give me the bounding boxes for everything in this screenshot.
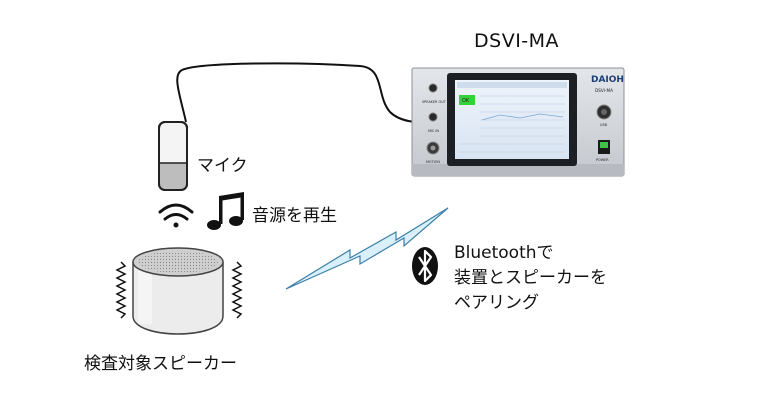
usb-label: USB xyxy=(600,123,608,127)
microphone-cable xyxy=(176,62,429,124)
bluetooth-line-1: Bluetoothで xyxy=(454,243,554,263)
device-title: DSVI-MA xyxy=(474,30,560,52)
vibration-right-icon xyxy=(231,261,243,319)
motion-label: MOTION xyxy=(426,160,440,164)
bluetooth-line-3: ペアリング xyxy=(454,293,539,313)
speaker-icon xyxy=(132,247,224,335)
speaker-under-test-label: 検査対象スピーカー xyxy=(84,354,237,374)
power-label: POWER xyxy=(596,158,609,162)
screen-ok-indicator xyxy=(459,95,475,105)
mic-in-label: MIC IN xyxy=(428,129,439,133)
bluetooth-icon xyxy=(412,247,438,285)
sound-wave-icon xyxy=(158,203,194,228)
bluetooth-line-2: 装置とスピーカーを xyxy=(454,268,607,288)
microphone-label: マイク xyxy=(197,156,248,176)
bluetooth-pairing-text: Bluetoothで 装置とスピーカーを ペアリング xyxy=(454,241,607,316)
bluetooth-signal-bolt xyxy=(285,207,449,290)
play-sound-label: 音源を再生 xyxy=(252,206,337,226)
music-note-icon xyxy=(207,192,244,230)
model-label: DSVI-MA xyxy=(595,88,613,93)
device-dsvi-ma: SPEAKER OUT MIC IN MOTION OK xyxy=(411,67,625,177)
microphone-icon xyxy=(158,121,188,191)
vibration-left-icon xyxy=(115,261,127,319)
speaker-out-label: SPEAKER OUT xyxy=(422,100,447,104)
brand-logo: DAIOH xyxy=(591,75,624,85)
screen-ok-label: OK xyxy=(462,98,470,104)
